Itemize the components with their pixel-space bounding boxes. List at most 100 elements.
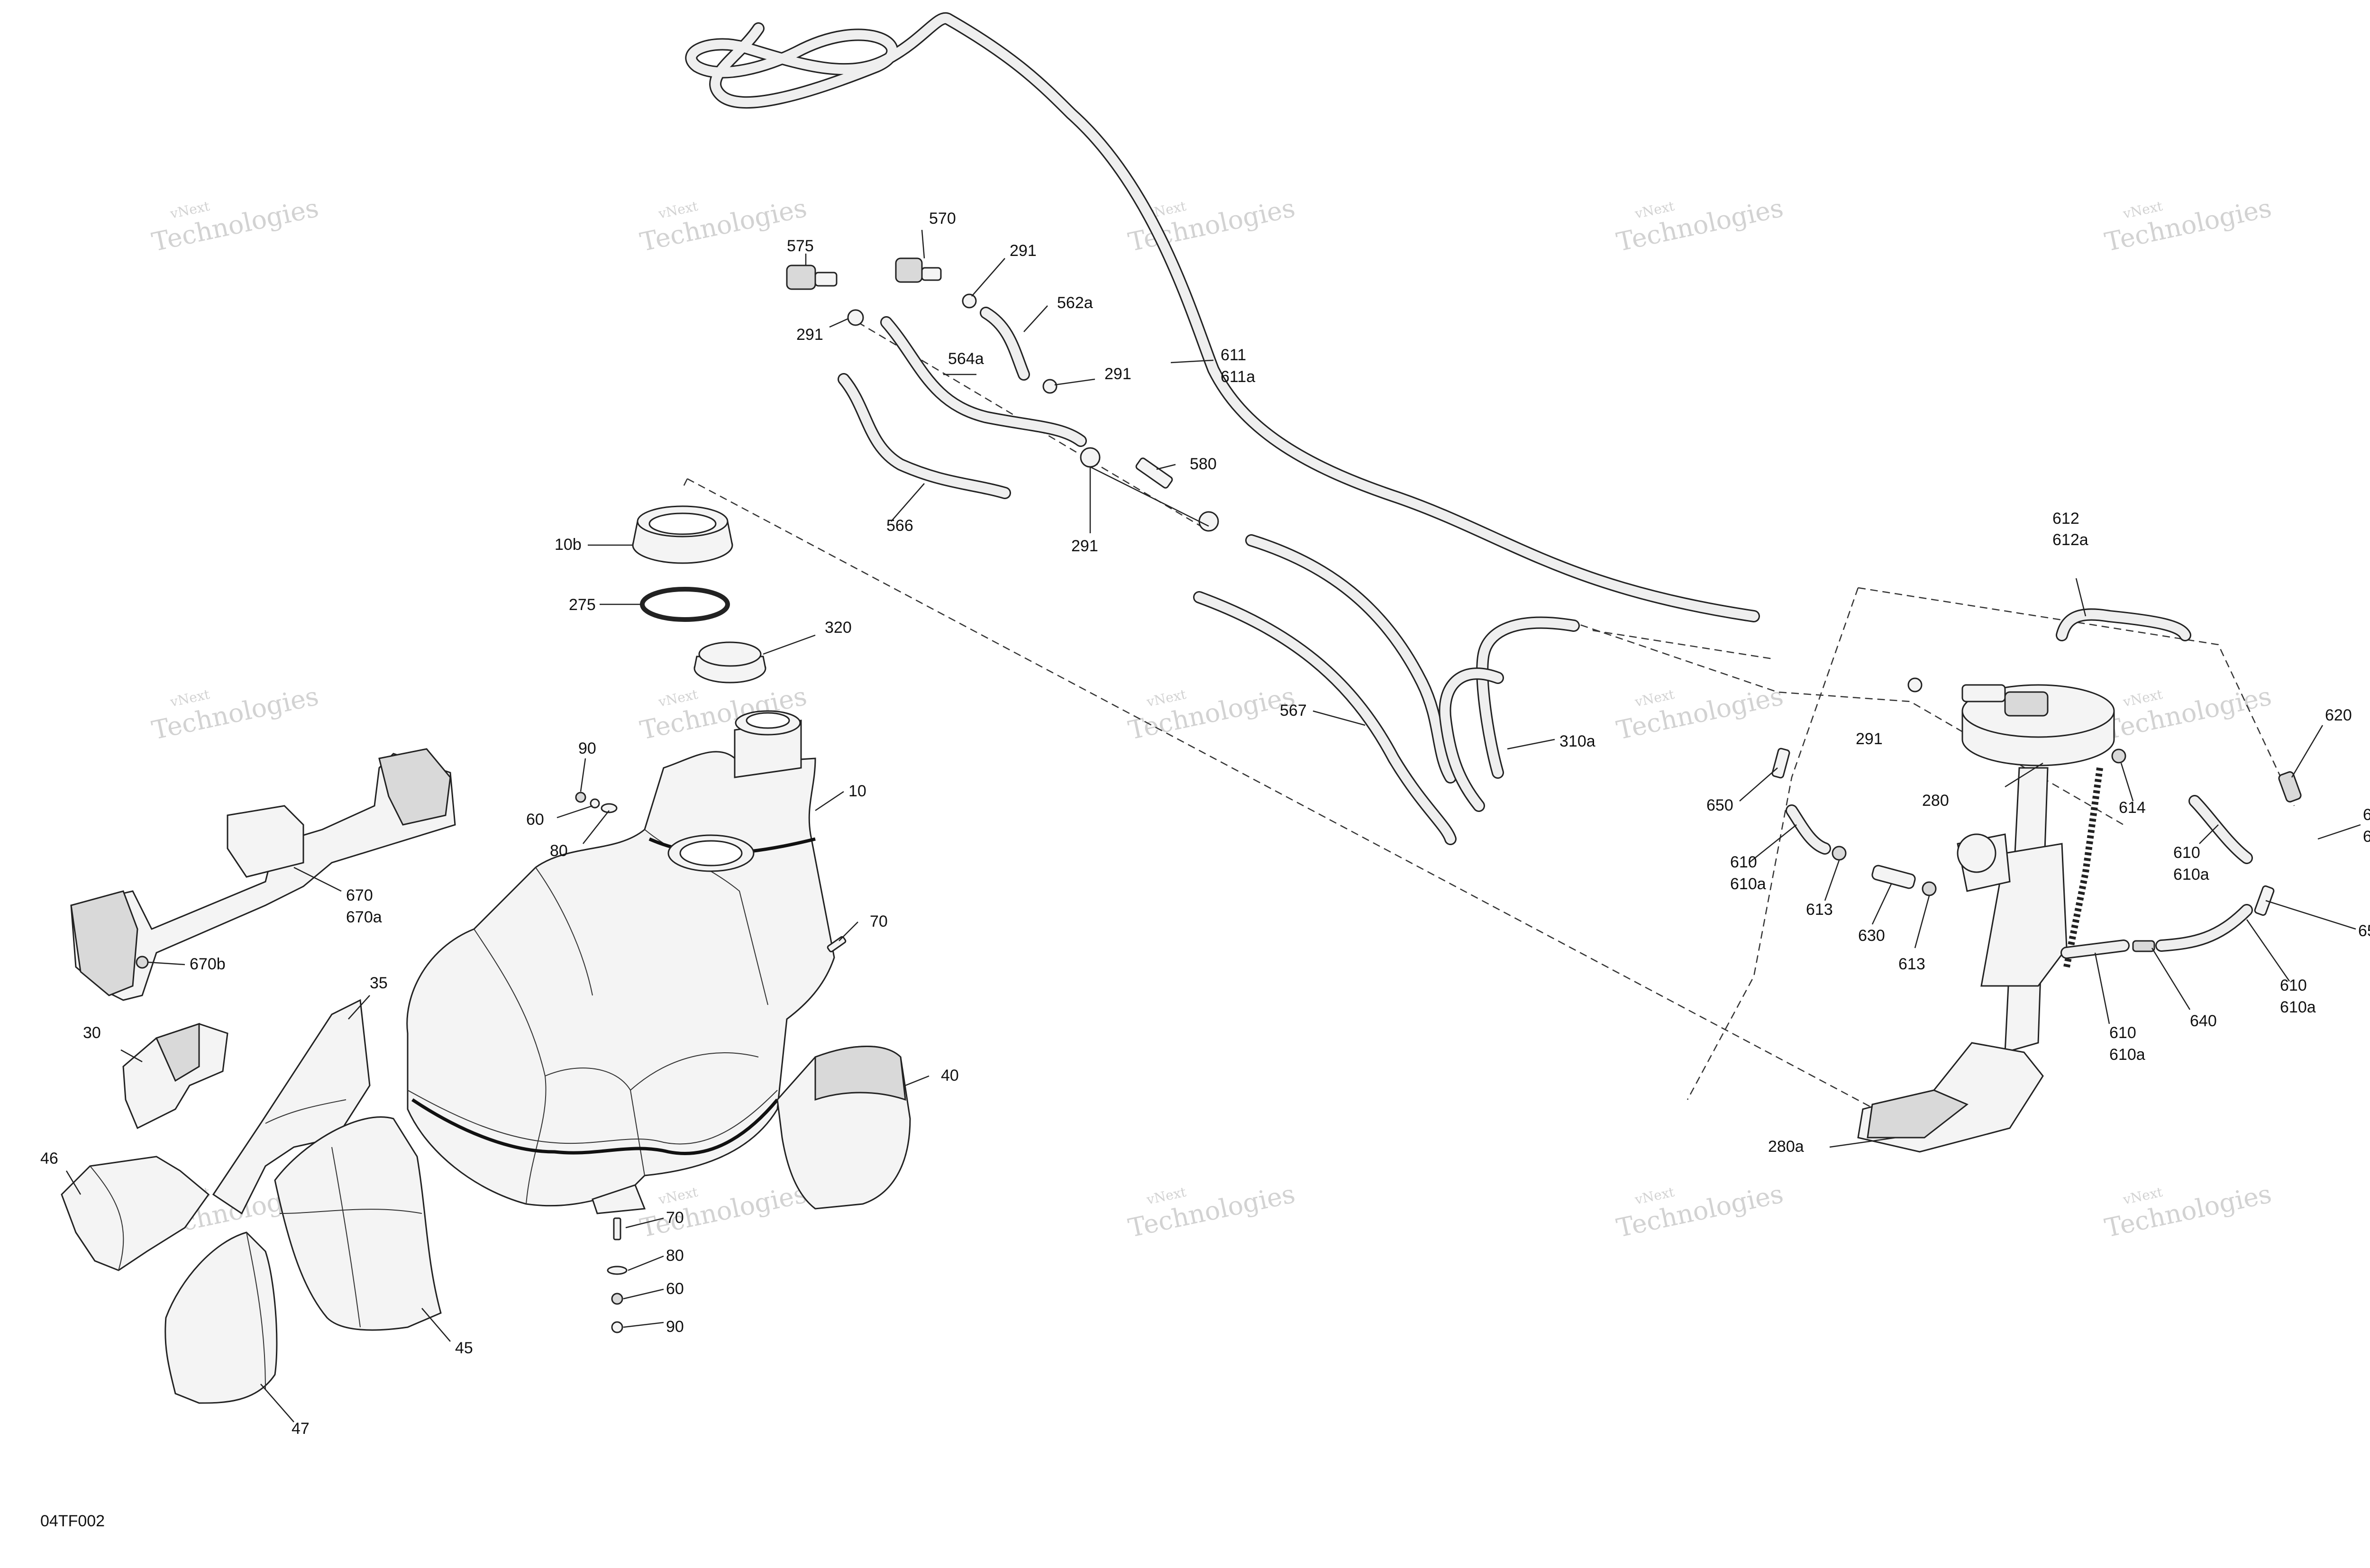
callout-567: 567 (1280, 702, 1307, 720)
callout-612a: 612a (2052, 531, 2088, 549)
svg-text:Technologies: Technologies (2102, 1179, 2274, 1243)
svg-text:Technologies: Technologies (2102, 681, 2274, 746)
watermark: vNext Technologies (1614, 1179, 1786, 1243)
hose-564a (880, 316, 1087, 447)
callout-640: 640 (2190, 1012, 2217, 1030)
callout-310a: 310a (1559, 732, 1595, 750)
hose-610-left (1786, 804, 1831, 855)
heat-shield-35 (212, 999, 371, 1215)
hose-610-bottom (2060, 904, 2253, 959)
callout-291: 291 (1071, 537, 1098, 555)
callout-610a: 610a (2363, 828, 2370, 846)
bracket-670 (70, 748, 456, 1001)
callout-610a: 610a (1730, 875, 1766, 893)
callout-562a: 562a (1057, 294, 1093, 312)
callout-320: 320 (825, 619, 852, 637)
callout-670b: 670b (190, 955, 226, 973)
callout-611a: 611a (1221, 368, 1255, 386)
fuel-cap-320 (693, 641, 766, 684)
watermark: vNext Technologies (2102, 1179, 2274, 1243)
callout-610a: 610a (2109, 1046, 2145, 1064)
callout-610: 610 (1730, 853, 1757, 871)
callout-80: 80 (550, 842, 568, 860)
callout-610a: 610a (2280, 998, 2316, 1016)
callout-47: 47 (292, 1420, 310, 1438)
callout-564a: 564a (948, 350, 984, 368)
watermark: vNext Technologies (2102, 193, 2274, 257)
callout-611: 611 (1221, 346, 1246, 364)
fuel-filter-630 (1871, 865, 1916, 889)
watermark: vNext Technologies (1614, 681, 1786, 746)
callout-70: 70 (870, 912, 888, 930)
callout-620: 620 (2325, 706, 2352, 724)
callout-60: 60 (526, 811, 544, 829)
callout-90: 90 (578, 739, 596, 757)
callout-575: 575 (787, 237, 814, 255)
fitting-620 (2278, 771, 2302, 802)
vent-hose-611 (685, 12, 1760, 622)
callout-275: 275 (569, 596, 596, 614)
watermark: vNext Technologies (149, 681, 321, 746)
callout-70: 70 (666, 1209, 684, 1227)
callout-610: 610 (2173, 844, 2200, 862)
callout-613: 613 (1806, 901, 1833, 919)
lock-ring-10b (632, 505, 733, 564)
callout-280: 280 (1922, 792, 1949, 810)
callout-650: 650 (1706, 796, 1733, 814)
callout-30: 30 (83, 1024, 101, 1042)
fitting-570 (895, 257, 942, 283)
callout-40: 40 (941, 1067, 959, 1085)
heat-shield-47 (164, 1231, 278, 1404)
gasket-275 (640, 587, 730, 622)
callout-45: 45 (455, 1339, 473, 1357)
figure-code: 04TF002 (40, 1512, 105, 1530)
svg-text:Technologies: Technologies (1614, 193, 1786, 257)
fitting-575 (786, 264, 838, 290)
callout-610: 610 (2363, 806, 2370, 824)
callout-80: 80 (666, 1247, 684, 1265)
svg-text:Technologies: Technologies (2102, 193, 2274, 257)
callout-10: 10 (848, 782, 866, 800)
callout-291: 291 (1104, 365, 1131, 383)
svg-text:Technologies: Technologies (149, 681, 321, 746)
hose-562a (980, 307, 1030, 381)
callout-580: 580 (1190, 455, 1217, 473)
svg-text:Technologies: Technologies (1126, 681, 1298, 746)
watermark: vNext Technologies (1614, 193, 1786, 257)
heat-shield-40 (776, 1046, 911, 1210)
svg-text:Technologies: Technologies (1614, 1179, 1786, 1243)
callout-610: 610 (2280, 976, 2307, 994)
clamps-613-614 (1832, 748, 2126, 896)
svg-text:Technologies: Technologies (638, 193, 810, 257)
svg-text:Technologies: Technologies (1614, 681, 1786, 746)
connectors-650 (1771, 748, 2275, 916)
svg-text:Technologies: Technologies (638, 1179, 810, 1243)
callout-280a: 280a (1768, 1138, 1804, 1156)
fitting-580 (1135, 457, 1173, 489)
callout-610a: 610a (2173, 866, 2209, 884)
callout-90: 90 (666, 1318, 684, 1336)
callout-291: 291 (796, 326, 823, 344)
callout-650: 650 (2358, 922, 2370, 940)
hose-566 (838, 373, 1011, 499)
hose-567 (1193, 534, 1457, 845)
fuel-tank-10 (406, 710, 835, 1214)
callout-291: 291 (1010, 242, 1037, 260)
watermark: vNext Technologies (2102, 681, 2274, 746)
fasteners-lower (607, 1217, 628, 1333)
watermark: vNext Technologies (149, 193, 321, 257)
callout-612: 612 (2052, 510, 2079, 528)
heat-shield-46 (61, 1156, 210, 1271)
watermark: vNext Technologies (1126, 1179, 1298, 1243)
svg-text:Technologies: Technologies (1126, 1179, 1298, 1243)
callout-60: 60 (666, 1280, 684, 1298)
callout-labels: 570 575 291 291 562a 564a 291 566 580 29… (40, 210, 2370, 1438)
callout-613: 613 (1898, 955, 1925, 973)
callout-570: 570 (929, 210, 956, 228)
fasteners-upper (575, 792, 847, 953)
callout-670a: 670a (346, 908, 382, 926)
fitting-640 (2132, 940, 2155, 952)
fuel-pump-module-280 (1857, 684, 2115, 1153)
callout-10b: 10b (555, 536, 582, 554)
